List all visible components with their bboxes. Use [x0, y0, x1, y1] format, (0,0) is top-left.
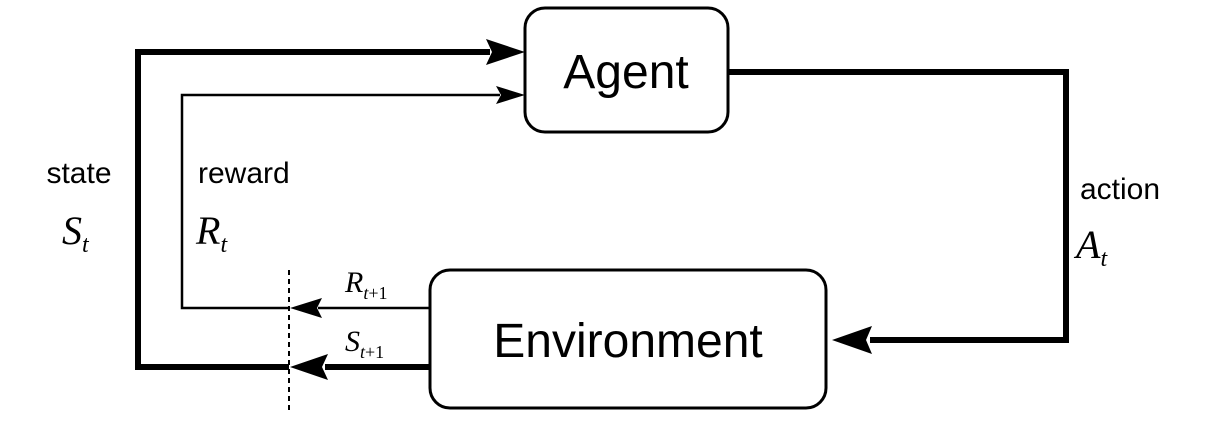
reward-symbol-label: Rt	[195, 208, 228, 258]
next-reward-label: Rt+1	[344, 266, 388, 303]
action-arrowhead	[832, 326, 872, 354]
environment-label: Environment	[493, 315, 762, 368]
reward-arrowhead	[496, 86, 525, 104]
environment-box	[428, 268, 828, 410]
agent-label: Agent	[563, 46, 688, 99]
action-symbol-label: At	[1073, 222, 1108, 272]
next-reward-arrowhead	[290, 298, 322, 318]
state-edge	[135, 49, 490, 370]
reward-edge	[180, 93, 500, 310]
next-state-label: St+1	[345, 325, 384, 362]
state-symbol-label: St	[62, 208, 90, 258]
next-state-arrowhead	[290, 354, 328, 380]
action-edge	[728, 69, 1069, 343]
reward-word-label: reward	[198, 157, 290, 190]
state-word-label: state	[46, 157, 111, 190]
action-word-label: action	[1080, 173, 1160, 206]
state-arrowhead	[486, 39, 525, 65]
